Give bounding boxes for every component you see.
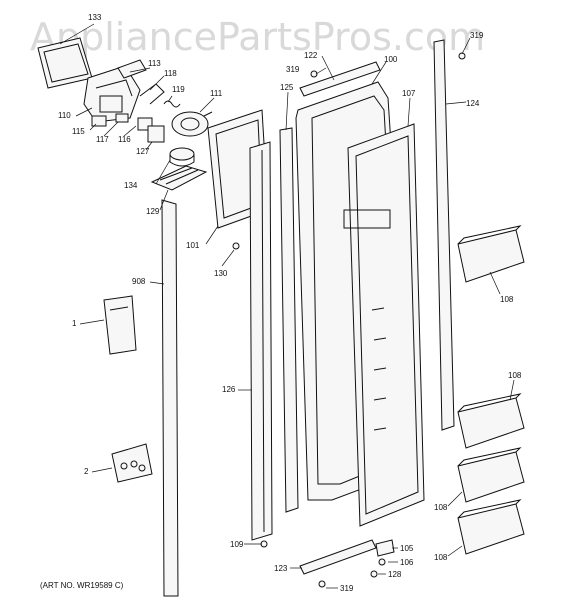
cup-part-134	[169, 147, 195, 167]
callout-106: 106	[400, 558, 414, 567]
trim-strip-part-126	[249, 141, 273, 541]
door-bin-part-108-a	[457, 225, 525, 283]
top-hinge-part-122	[299, 61, 381, 97]
callout-101: 101	[186, 241, 200, 250]
lever-part-118	[139, 83, 165, 105]
callout-134: 134	[124, 181, 138, 190]
art-number: (ART NO. WR19589 C)	[40, 581, 124, 590]
callout-130: 130	[214, 269, 228, 278]
door-bin-part-108-c	[457, 447, 525, 503]
screw-part-319-top	[310, 70, 318, 78]
callout-109: 109	[230, 540, 244, 549]
callout-319-right: 319	[470, 31, 484, 40]
spring-part-119	[163, 100, 181, 108]
callout-128: 128	[388, 570, 402, 579]
literature-part-1	[103, 295, 137, 355]
screw-part-117	[115, 113, 129, 123]
callout-108-b: 108	[508, 371, 522, 380]
hardware-bag-part-2	[111, 443, 153, 483]
callout-108-d: 108	[434, 553, 448, 562]
bushing-part-106	[378, 558, 386, 566]
callout-129: 129	[146, 207, 160, 216]
trim-strip-part-124	[433, 39, 455, 431]
hinge-bracket-part-105	[375, 539, 395, 557]
screw-part-319-bottom	[318, 580, 326, 588]
callout-118: 118	[164, 69, 177, 78]
callout-133: 133	[88, 13, 102, 22]
callout-125: 125	[280, 83, 294, 92]
callout-108-c: 108	[434, 503, 448, 512]
watermark-text: AppliancePartsPros.com	[30, 15, 485, 59]
callout-2: 2	[84, 467, 89, 476]
callout-105: 105	[400, 544, 414, 553]
callout-1: 1	[72, 319, 77, 328]
trim-strip-part-125	[279, 127, 299, 513]
bottom-hinge-part-123	[299, 539, 377, 575]
callout-319-bottom: 319	[340, 584, 354, 593]
callout-127: 127	[136, 147, 150, 156]
callout-labels: 133 113 118 119 110 115 117 116 127 111 …	[58, 13, 522, 593]
callout-115: 115	[72, 127, 85, 136]
callout-108-a: 108	[500, 295, 514, 304]
motor-part-111	[171, 111, 213, 137]
callout-908: 908	[132, 277, 146, 286]
callout-117: 117	[96, 135, 109, 144]
leader-lines	[59, 23, 515, 589]
door-bin-part-108-b	[457, 393, 525, 449]
callout-119: 119	[172, 85, 185, 94]
door-bin-part-108-d	[457, 499, 525, 555]
callout-126: 126	[222, 385, 236, 394]
callout-110: 110	[58, 111, 71, 120]
callout-100: 100	[384, 55, 398, 64]
callout-116: 116	[118, 135, 131, 144]
actuator-part-113	[117, 59, 147, 79]
solenoid-part-127	[147, 125, 165, 143]
grille-part-129	[150, 165, 208, 191]
screw-part-130	[232, 242, 240, 250]
callout-319-top: 319	[286, 65, 300, 74]
screw-part-128	[370, 570, 378, 578]
screw-part-319-right	[458, 52, 466, 60]
callout-113: 113	[148, 59, 161, 68]
door-gasket-part-107	[343, 123, 425, 527]
trim-strip-part-908	[161, 199, 179, 597]
switch-part-115	[91, 115, 107, 127]
callout-107: 107	[402, 89, 416, 98]
callout-111: 111	[210, 89, 223, 98]
callout-123: 123	[274, 564, 288, 573]
callout-124: 124	[466, 99, 480, 108]
callout-122: 122	[304, 51, 318, 60]
